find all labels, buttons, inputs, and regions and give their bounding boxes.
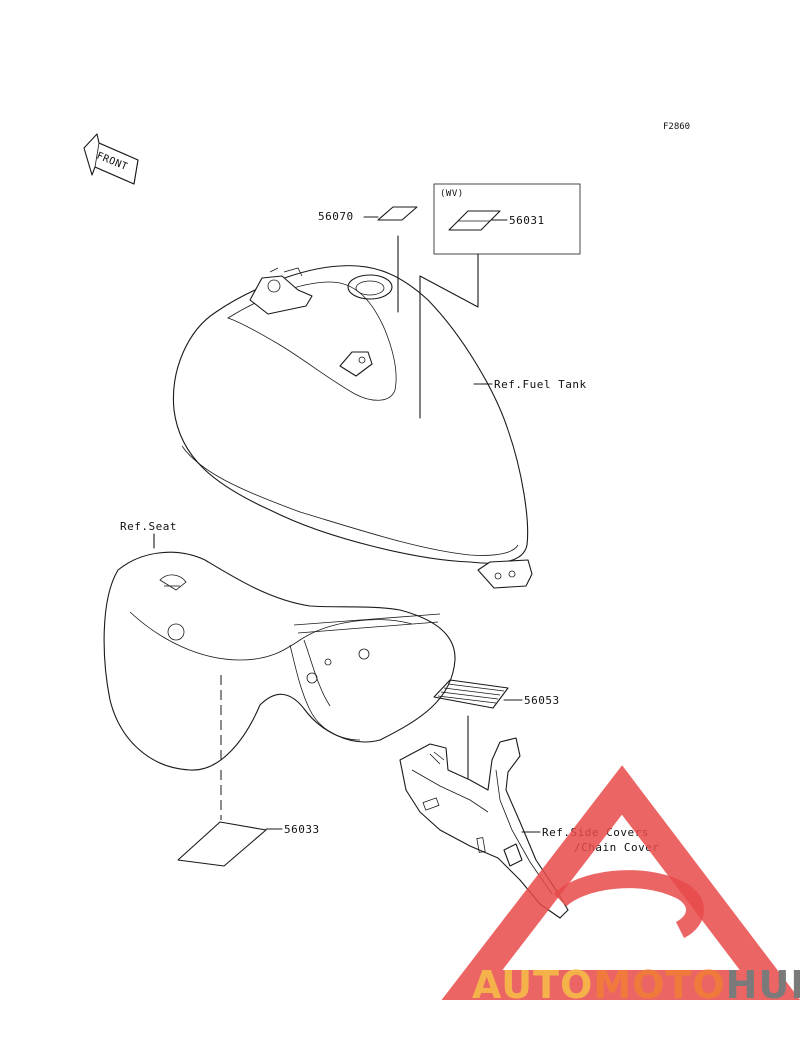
fuel-tank: [172, 265, 533, 589]
seat: Ref.Seat: [103, 520, 456, 820]
watermark-logo: AUTOMOTOHUB: [441, 765, 800, 1007]
part-56070: 56070: [318, 206, 418, 313]
part-number-56070: 56070: [318, 210, 354, 223]
ref-seat: Ref.Seat: [120, 520, 177, 533]
part-56053: 56053: [433, 679, 560, 791]
part-56033: 56033: [177, 821, 320, 867]
part-number-56053: 56053: [524, 694, 560, 707]
watermark-swirl-icon: [553, 870, 704, 939]
part-number-56031: 56031: [509, 214, 545, 227]
front-arrow-icon: FRONT: [83, 133, 139, 185]
side-cover: [399, 737, 569, 919]
label-56031: [448, 210, 501, 231]
watermark-part1: AUTO: [472, 963, 593, 1007]
part-number-56033: 56033: [284, 823, 320, 836]
watermark-part3: HUB: [726, 963, 800, 1007]
variant-box-label: (WV): [440, 189, 464, 199]
figure-code: F2860: [663, 122, 690, 132]
watermark-part2: MOTO: [593, 963, 725, 1007]
ref-fuel-tank: Ref.Fuel Tank: [494, 378, 587, 391]
svg-text:AUTOMOTOHUB: AUTOMOTOHUB: [472, 963, 800, 1007]
watermark-triangle-icon: [441, 765, 800, 1000]
variant-box-wv: (WV) 56031: [419, 183, 581, 419]
